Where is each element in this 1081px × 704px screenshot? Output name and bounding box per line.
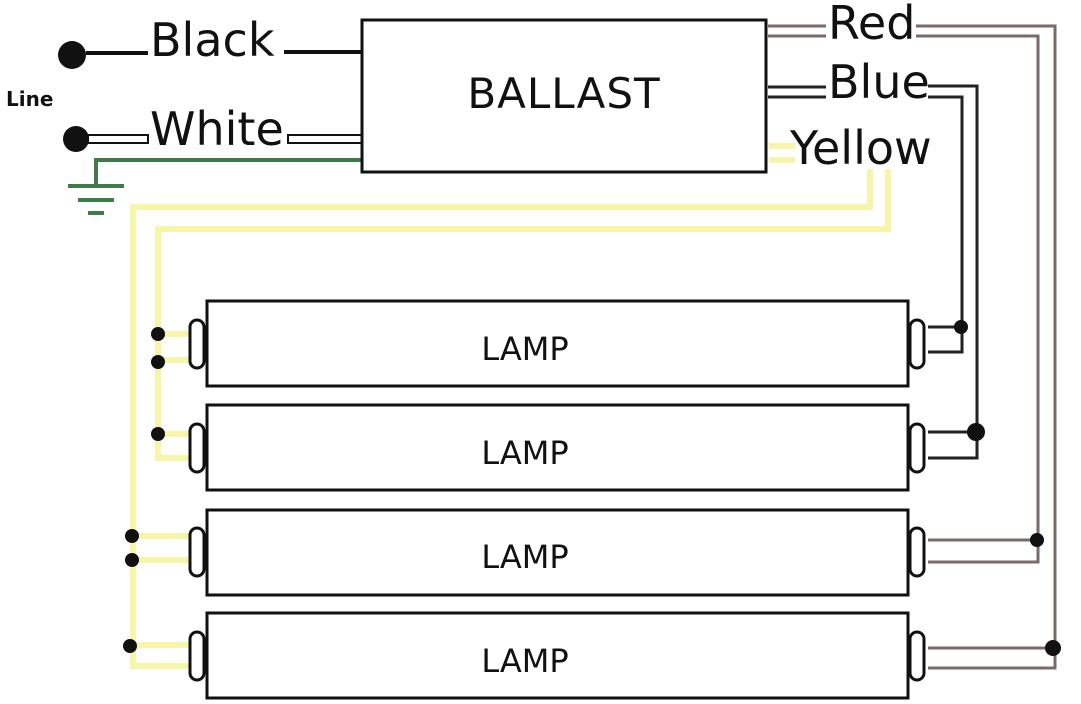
blue-wires — [768, 84, 979, 460]
red-wires — [768, 24, 1057, 670]
ballast-label: BALLAST — [467, 69, 660, 118]
junction-dots — [123, 320, 1061, 656]
black-wire — [86, 50, 362, 55]
lamp-4-label: LAMP — [481, 642, 568, 680]
lamp-2-left-pin — [188, 422, 206, 474]
white-wire-label: White — [150, 102, 284, 156]
ground-wire — [94, 158, 362, 185]
lamp-1-right-pin — [908, 318, 926, 370]
yellow-wires — [130, 143, 891, 669]
yellow-wire-label: Yellow — [789, 121, 932, 175]
lamp-2: LAMP — [188, 403, 926, 492]
lamp-3-label: LAMP — [481, 538, 568, 576]
lamp-3-left-pin — [188, 526, 206, 578]
ballast-box — [360, 18, 768, 174]
lamp-1-label: LAMP — [481, 330, 568, 368]
line-terminal-white — [63, 126, 89, 152]
line-terminal-black — [58, 41, 86, 69]
red-wire-label: Red — [828, 0, 915, 50]
lamp-4: LAMP — [188, 611, 926, 700]
lamp-4-right-pin — [908, 630, 926, 682]
lamp-4-left-pin — [188, 630, 206, 682]
lamp-1: LAMP — [188, 299, 926, 388]
blue-wire-label: Blue — [828, 55, 930, 109]
line-label: Line — [6, 87, 53, 111]
lamp-2-label: LAMP — [481, 434, 568, 472]
lamp-3: LAMP — [188, 508, 926, 597]
ground-icon — [68, 184, 124, 215]
lamp-2-right-pin — [908, 422, 926, 474]
black-wire-label: Black — [150, 13, 275, 67]
lamp-1-left-pin — [188, 318, 206, 370]
lamp-3-right-pin — [908, 526, 926, 578]
